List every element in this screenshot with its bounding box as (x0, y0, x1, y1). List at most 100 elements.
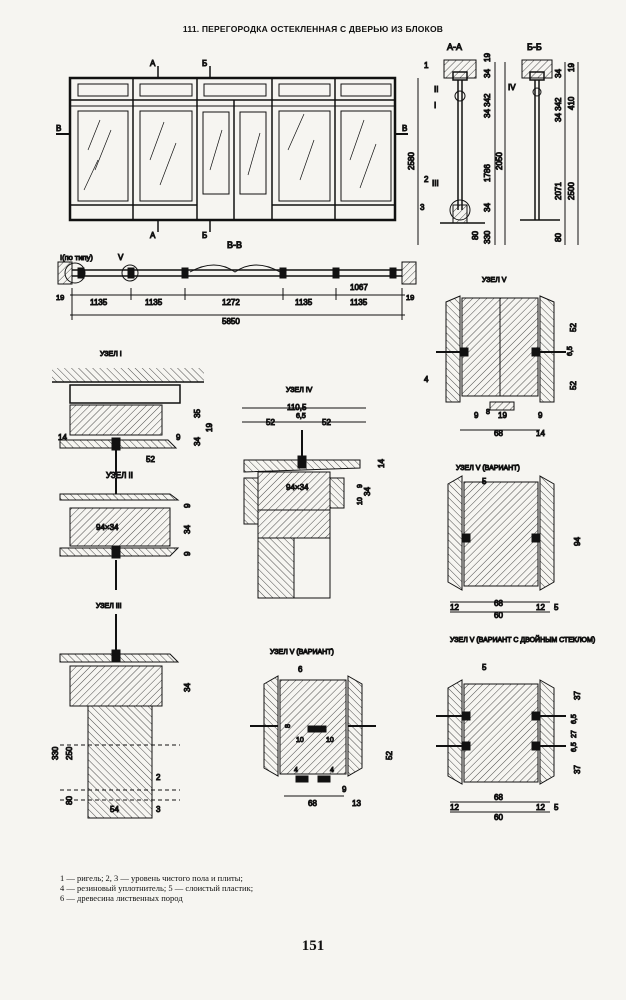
node-v-variant2-mark-4b: 4 (330, 767, 334, 774)
node-ii-title: УЗЕЛ II (106, 471, 133, 480)
node-v-variant2-dim-10a: 10 (296, 737, 304, 744)
node-v-variant-dim-94: 94 (573, 537, 582, 546)
page-number: 151 (301, 938, 325, 954)
legend-line-3: 6 — древесина лиственных пород (60, 893, 183, 903)
plan-dim-19-right: 19 (406, 293, 414, 302)
node-iii-dim-80: 80 (65, 796, 74, 805)
mark-roman1: I (434, 101, 436, 110)
aa-dim-2050: 2050 (495, 152, 504, 170)
aa-dim-2580: 2580 (407, 152, 416, 170)
node-v-dim-65: 6,5 (567, 346, 574, 356)
node-v-variant3-dim-65b: 6,5 (571, 742, 578, 752)
node-iv-dim-65: 6,5 (296, 413, 306, 420)
node-v-variant3-dim-5: 5 (554, 803, 559, 812)
section-aa (417, 59, 506, 245)
node-v-variant3-dim-12b: 12 (536, 803, 545, 812)
bb-dim-342: 34 342 (554, 97, 563, 122)
node-v-variant2-title: УЗЕЛ V (ВАРИАНТ) (270, 649, 334, 656)
node-iii-dim-54: 54 (110, 805, 119, 814)
section-mark-v-right: В (402, 124, 407, 133)
node-v-variant-dim-60: 60 (494, 611, 503, 620)
plan-dim-s2: 1135 (145, 298, 163, 307)
node-v-variant-dim-12b: 12 (536, 603, 545, 612)
plan-dim-s3: 1272 (222, 298, 240, 307)
node-iv-dim-10: 10 (357, 497, 364, 505)
node-v-dim-9b: 9 (538, 411, 543, 420)
plan-dim-s5: 1135 (350, 298, 368, 307)
node-i-dim-52: 52 (146, 455, 155, 464)
node-i-dim-19: 19 (205, 423, 214, 432)
mark-2: 2 (424, 175, 429, 184)
node-iv-dim-34: 34 (363, 487, 372, 496)
bb-dim-80: 80 (554, 233, 563, 242)
node-v-dim-52b: 52 (569, 381, 578, 390)
node-iii-dim-330: 330 (51, 746, 60, 760)
node-v-variant-drawing (447, 475, 555, 613)
plan-tip-mark: I(по типу) (60, 253, 93, 262)
node-v-variant3-dim-60: 60 (494, 813, 503, 822)
bb-dim-19: 19 (567, 63, 576, 72)
node-iii-dim-250: 250 (65, 746, 74, 760)
node-v-variant2-mark-6: 6 (298, 665, 303, 674)
node-v-dim-14: 14 (536, 429, 545, 438)
section-mark-b-top: Б (202, 59, 207, 68)
partition-elevation (56, 66, 408, 232)
node-v-variant2-drawing (250, 675, 376, 797)
node-v-mark-4: 4 (424, 375, 429, 384)
node-v-dim-19: 19 (498, 411, 507, 420)
node-iii-dim-34: 34 (183, 683, 192, 692)
node-v-variant3-dim-37b: 37 (573, 765, 582, 774)
aa-dim-34: 34 (483, 69, 492, 78)
aa-dim-80: 80 (471, 231, 480, 240)
node-v-variant2-mark-4a: 4 (294, 767, 298, 774)
node-v-variant3-title: УЗЕЛ V (ВАРИАНТ С ДВОЙНЫМ СТЕКЛОМ) (450, 635, 595, 644)
mark-1: 1 (424, 61, 429, 70)
legend-caption: 1 — ригель; 2, 3 — уровень чистого пола … (60, 873, 253, 903)
mark-roman3: III (432, 179, 439, 188)
node-iv-dim-110: 110,5 (287, 403, 307, 412)
section-mark-a-top: А (150, 59, 156, 68)
node-i-title: УЗЕЛ I (100, 351, 122, 358)
section-mark-v-left: В (56, 124, 61, 133)
node-iii-title: УЗЕЛ III (96, 603, 122, 610)
node-i-dim-14: 14 (58, 433, 67, 442)
node-iii-mark-2: 2 (156, 773, 161, 782)
aa-dim-1786: 1786 (483, 164, 492, 182)
node-v-variant2-dim-68: 68 (308, 799, 317, 808)
node-iv-drawing (242, 407, 366, 599)
mark-roman4: IV (508, 83, 516, 92)
bb-dim-410: 410 (567, 96, 576, 110)
section-mark-b-bottom: Б (202, 231, 207, 240)
node-ii-section: 94×34 (96, 523, 119, 532)
node-v-variant-dim-12a: 12 (450, 603, 459, 612)
plan-dim-total: 5850 (222, 317, 240, 326)
legend-line-2: 4 — резиновый уплотнитель; 5 — слоистый … (60, 883, 254, 893)
node-v-dim-52a: 52 (569, 323, 578, 332)
node-v-variant3-dim-68: 68 (494, 793, 503, 802)
bb-dim-2071: 2071 (554, 182, 563, 200)
plan-dim-s1: 1135 (90, 298, 108, 307)
plan-vv (57, 261, 417, 320)
node-v-variant3-dim-27: 27 (571, 730, 578, 738)
node-v-variant-dim-68: 68 (494, 599, 503, 608)
node-iv-dim-52b: 52 (322, 418, 331, 427)
plan-dim-19-left: 19 (56, 293, 64, 302)
node-v-variant2-dim-13: 13 (352, 799, 361, 808)
plan-dim-door: 1067 (350, 283, 368, 292)
plan-mark-v: V (118, 253, 124, 262)
section-mark-a-bottom: А (150, 231, 156, 240)
node-v-variant-dim-5: 5 (554, 603, 559, 612)
node-ii-drawing (59, 478, 180, 590)
node-i-dim-34: 34 (193, 437, 202, 446)
mark-roman2: II (434, 85, 438, 94)
node-iv-dim-52a: 52 (266, 418, 275, 427)
node-v-drawing (436, 295, 566, 431)
node-iv-dim-9: 9 (357, 484, 364, 488)
mark-3: 3 (420, 203, 425, 212)
plan-dim-s4: 1135 (295, 298, 313, 307)
node-iii-mark-3: 3 (156, 805, 161, 814)
node-iv-dim-14: 14 (377, 459, 386, 468)
aa-dim-330: 330 (483, 230, 492, 244)
node-ii-dim-9b: 9 (183, 551, 192, 556)
